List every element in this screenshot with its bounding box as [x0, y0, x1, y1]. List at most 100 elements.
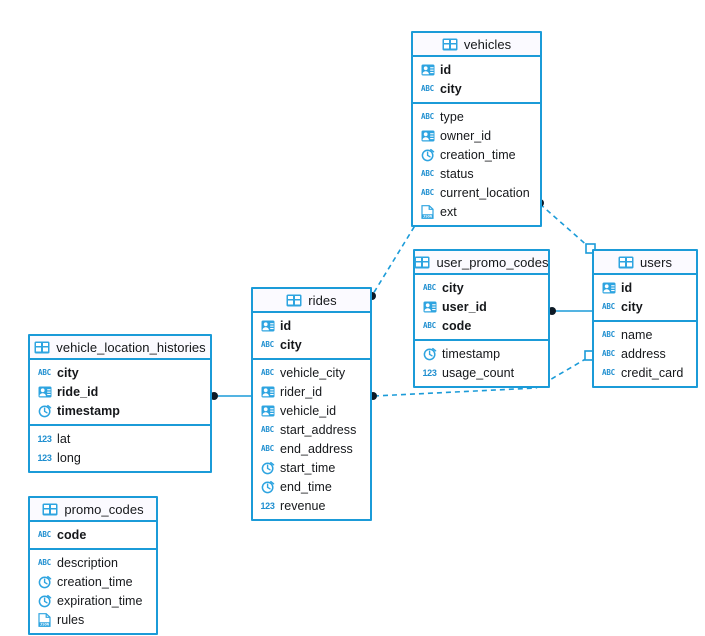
field-label: lat — [57, 431, 71, 446]
abc-icon: ABC — [602, 330, 615, 339]
entity-header-rides[interactable]: rides — [253, 289, 370, 313]
field-row-rides-end_time[interactable]: end_time — [253, 477, 370, 496]
field-row-rides-id[interactable]: id — [253, 316, 370, 335]
field-row-vehicles-owner_id[interactable]: owner_id — [413, 126, 540, 145]
entity-header-user_promo_codes[interactable]: user_promo_codes — [414, 251, 548, 275]
abc-icon: ABC — [602, 349, 615, 358]
field-row-rides-vehicle_id[interactable]: vehicle_id — [253, 401, 370, 420]
entity-title: users — [639, 254, 673, 270]
field-label: start_time — [280, 460, 336, 475]
field-row-vehicle_location_histories-timestamp[interactable]: timestamp — [30, 401, 210, 420]
entity-header-promo_codes[interactable]: promo_codes — [30, 498, 156, 522]
abc-icon: ABC — [421, 84, 434, 93]
json-icon: JSON — [37, 612, 52, 627]
field-label: timestamp — [442, 346, 501, 361]
field-label: user_id — [442, 299, 487, 314]
entity-header-vehicle_location_histories[interactable]: vehicle_location_histories — [30, 336, 210, 360]
abc-icon: ABC — [602, 302, 615, 311]
field-row-user_promo_codes-timestamp[interactable]: timestamp — [415, 344, 548, 363]
field-label: start_address — [280, 422, 357, 437]
id-card-icon — [420, 63, 435, 77]
entity-title: rides — [308, 292, 337, 308]
field-row-vehicles-id[interactable]: id — [413, 60, 540, 79]
id-card-icon — [260, 385, 275, 399]
field-label: status — [440, 166, 474, 181]
field-label: description — [57, 555, 118, 570]
edge-vehicle-location-histories-to-rides[interactable] — [210, 392, 252, 400]
field-label: revenue — [280, 498, 326, 513]
field-row-rides-start_time[interactable]: start_time — [253, 458, 370, 477]
edge-user-promo-codes-to-users[interactable] — [548, 307, 592, 315]
field-row-rides-vehicle_city[interactable]: ABC vehicle_city — [253, 363, 370, 382]
id-card-icon — [260, 404, 275, 418]
field-row-vehicle_location_histories-ride_id[interactable]: ride_id — [30, 382, 210, 401]
field-label: vehicle_city — [280, 365, 346, 380]
field-label: vehicle_id — [280, 403, 337, 418]
field-label: ride_id — [57, 384, 99, 399]
field-row-user_promo_codes-city[interactable]: ABC city — [415, 278, 548, 297]
field-row-promo_codes-creation_time[interactable]: creation_time — [30, 572, 156, 591]
table-icon — [414, 256, 430, 269]
table-icon — [618, 256, 634, 269]
edge-vehicles-to-users[interactable] — [536, 199, 596, 254]
clock-icon — [420, 148, 435, 162]
field-label: usage_count — [442, 365, 515, 380]
field-label: code — [442, 318, 472, 333]
entity-header-users[interactable]: users — [594, 251, 696, 275]
abc-icon: ABC — [423, 283, 436, 292]
123-icon: 123 — [37, 452, 52, 463]
json-icon: JSON — [420, 204, 435, 219]
entity-title: vehicle_location_histories — [56, 339, 206, 355]
id-card-icon — [37, 385, 52, 399]
field-row-users-id[interactable]: id — [594, 278, 696, 297]
field-row-user_promo_codes-user_id[interactable]: user_id — [415, 297, 548, 316]
field-row-vehicles-status[interactable]: ABC status — [413, 164, 540, 183]
abc-icon: ABC — [261, 368, 274, 377]
field-row-vehicles-creation_time[interactable]: creation_time — [413, 145, 540, 164]
table-icon — [42, 503, 58, 516]
field-label: type — [440, 109, 464, 124]
field-label: city — [442, 280, 464, 295]
svg-text:JSON: JSON — [40, 621, 50, 626]
field-row-rides-rider_id[interactable]: rider_id — [253, 382, 370, 401]
abc-icon: ABC — [421, 169, 434, 178]
field-label: owner_id — [440, 128, 492, 143]
field-label: id — [440, 62, 452, 77]
clock-icon — [260, 461, 275, 475]
table-icon — [442, 38, 458, 51]
field-row-promo_codes-expiration_time[interactable]: expiration_time — [30, 591, 156, 610]
entity-header-vehicles[interactable]: vehicles — [413, 33, 540, 57]
clock-icon — [37, 594, 52, 608]
clock-icon — [37, 575, 52, 589]
